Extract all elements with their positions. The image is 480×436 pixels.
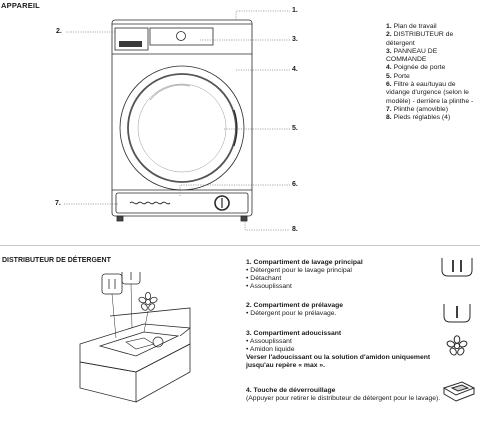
- section-title-appareil: APPAREIL: [1, 1, 40, 10]
- legend-item: 6. Filtre à eau/tuyau de vidange d'urgen…: [386, 81, 474, 105]
- plinth: [115, 192, 249, 214]
- detergent-drawer-diagram: [79, 272, 191, 403]
- list-item: Détergent pour le prélavage.: [246, 310, 446, 318]
- adjustable-foot: [240, 215, 248, 222]
- callout-2: 2.: [56, 28, 62, 35]
- parts-legend: 1. Plan de travail 2. DISTRIBUTEUR de dé…: [386, 23, 478, 123]
- list-item: Détachant: [246, 275, 446, 283]
- flower-icon: [446, 335, 468, 356]
- door-handle: [233, 109, 238, 147]
- section-title-distributeur: DISTRIBUTEUR DE DÉTERGENT: [2, 257, 111, 264]
- legend-item: 2. DISTRIBUTEUR de détergent: [386, 31, 454, 47]
- compartment-3: 3. Compartiment adoucissant Assouplissan…: [246, 330, 446, 370]
- adjustable-foot: [116, 215, 124, 222]
- callout-3: 3.: [292, 36, 298, 43]
- drawer-housing: [109, 307, 191, 337]
- legend-item: 5. Porte: [386, 72, 410, 80]
- double-bar-icon: [101, 273, 123, 295]
- compartment-icons: [441, 258, 476, 402]
- single-bar-icon: [443, 304, 471, 323]
- drawer-handle: [119, 41, 142, 47]
- callout-8: 8.: [292, 226, 298, 233]
- compartment-2: 2. Compartiment de prélavage Détergent p…: [246, 302, 446, 318]
- max-mark-note: Verser l'adoucissant ou la solution d'am…: [246, 354, 431, 369]
- washing-machine-diagram: [64, 10, 290, 231]
- legend-item: 1. Plan de travail: [386, 23, 437, 30]
- section-divider: [0, 245, 480, 246]
- emergency-hose: [129, 201, 171, 205]
- control-panel: [149, 27, 214, 46]
- callout-6: 6.: [292, 181, 298, 188]
- list-item: Détergent pour le lavage principal: [246, 267, 446, 275]
- list-item: Assouplissant: [246, 338, 446, 346]
- legend-item: 8. Pieds réglables (4): [386, 114, 451, 122]
- list-item: Amidon liquide: [246, 346, 446, 354]
- legend-item: 3. PANNEAU DE COMMANDE: [386, 47, 438, 64]
- legend-item: 7. Plinthe (amovible): [386, 105, 448, 113]
- compartment-4: 4. Touche de déverrouillage (Appuyer pou…: [246, 387, 441, 402]
- door-porthole: [127, 73, 237, 183]
- detergent-drawer: [114, 27, 149, 51]
- list-item: Assouplissant: [246, 283, 446, 291]
- callout-5: 5.: [292, 125, 298, 132]
- drawer-front: [79, 361, 137, 403]
- legend-item: 4. Poignée de porte: [386, 64, 446, 72]
- filter-cap: [214, 195, 230, 211]
- machine-body: [111, 19, 253, 217]
- double-bar-icon: [441, 258, 473, 277]
- flower-icon: [138, 291, 158, 311]
- release-button-icon: [442, 381, 476, 402]
- program-knob-icon: [176, 31, 186, 41]
- callout-7: 7.: [55, 200, 61, 207]
- callout-1: 1.: [292, 7, 298, 14]
- callout-4: 4.: [292, 66, 298, 73]
- compartment-1: 1. Compartiment de lavage principal Déte…: [246, 259, 446, 291]
